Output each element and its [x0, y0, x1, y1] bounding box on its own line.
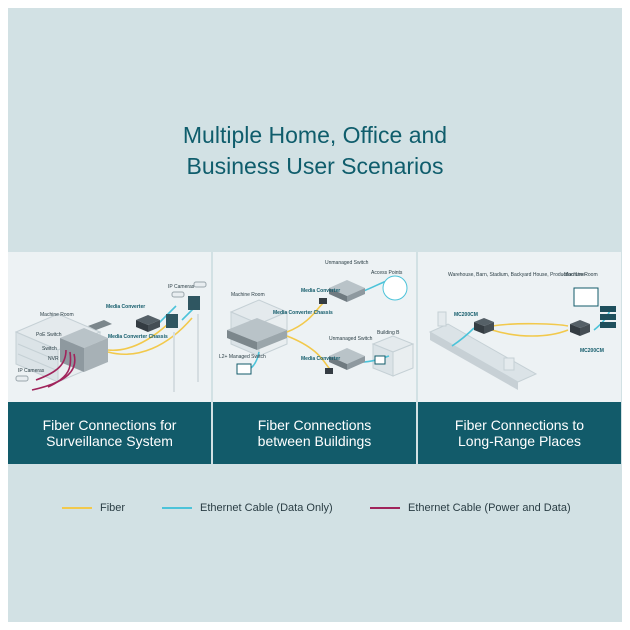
label-building-b: Building B: [377, 330, 400, 336]
buildings-illustration: Unmanaged Switch Access Points Machine R…: [213, 252, 416, 402]
label-media-converter-bottom: Media Converter: [301, 356, 340, 362]
legend-item-ethernet-power: Ethernet Cable (Power and Data): [370, 496, 571, 520]
pole-box-2: [188, 296, 200, 310]
monitor-icon: [573, 287, 599, 307]
camera-icon: [15, 281, 207, 382]
legend-label: Ethernet Cable (Power and Data): [408, 502, 571, 514]
converter-bottom: [325, 368, 333, 374]
title-line-2: Business User Scenarios: [186, 153, 444, 179]
legend: Fiber Ethernet Cable (Data Only) Etherne…: [8, 496, 622, 520]
pole-box-1: [166, 314, 178, 328]
label-nvr: NVR: [48, 356, 59, 362]
caption-line-1: Fiber Connections for: [42, 417, 177, 433]
label-switch: Switch: [42, 346, 57, 352]
chassis-device: [227, 318, 287, 350]
surveillance-illustration: IP Cameras Machine Room Media Converter …: [8, 252, 211, 402]
panel-long-range: Warehouse, Barn, Stadium, Backyard House…: [418, 252, 621, 464]
mc200cm-right: [570, 320, 590, 336]
legend-line: [162, 507, 192, 509]
server-icon: [600, 306, 616, 328]
label-places: Warehouse, Barn, Stadium, Backyard House…: [448, 272, 585, 278]
switch-top: [329, 280, 365, 302]
caption-line-1: Fiber Connections: [257, 417, 372, 433]
label-l2-switch: L2+ Managed Switch: [219, 354, 266, 360]
caption-line-1: Fiber Connections to: [454, 417, 585, 433]
legend-item-ethernet-data: Ethernet Cable (Data Only): [162, 496, 333, 520]
caption-line-2: Long-Range Places: [458, 433, 581, 449]
scenario-card: Multiple Home, Office and Business User …: [8, 8, 622, 622]
label-chassis: Media Converter Chassis: [108, 334, 168, 340]
legend-line: [62, 507, 92, 509]
converter-top: [319, 298, 327, 304]
panel-buildings: Unmanaged Switch Access Points Machine R…: [213, 252, 416, 464]
label-machine-room: Machine Room: [564, 272, 598, 278]
label-machine-room: Machine Room: [40, 312, 74, 318]
computer-icon: [374, 355, 386, 365]
caption-long-range: Fiber Connections to Long-Range Places: [418, 402, 621, 464]
mc200cm-left: [474, 318, 494, 334]
label-media-converter: Media Converter: [106, 304, 145, 310]
label-chassis: Media Converter Chassis: [273, 310, 333, 316]
monitor-icon: [236, 363, 252, 375]
legend-line: [370, 507, 400, 509]
label-unmanaged-top: Unmanaged Switch: [325, 260, 369, 266]
caption-line-2: Surveillance System: [46, 433, 173, 449]
label-access-points: Access Points: [371, 270, 403, 276]
title-line-1: Multiple Home, Office and: [182, 122, 448, 148]
label-poe-switch: PoE Switch: [36, 332, 62, 338]
label-machine-room: Machine Room: [231, 292, 265, 298]
access-point-icon: [382, 275, 408, 301]
label-unmanaged-bottom: Unmanaged Switch: [329, 336, 373, 342]
legend-item-fiber: Fiber: [62, 496, 125, 520]
label-mc200cm-left: MC200CM: [454, 312, 478, 318]
page-title: Multiple Home, Office and Business User …: [8, 120, 622, 182]
building-b: [371, 335, 415, 377]
label-ip-cameras-bottom: IP Cameras: [18, 368, 45, 374]
caption-line-2: between Buildings: [257, 433, 372, 449]
scenario-panels: IP Cameras Machine Room Media Converter …: [8, 252, 622, 464]
panel-surveillance: IP Cameras Machine Room Media Converter …: [8, 252, 211, 464]
long-range-illustration: Warehouse, Barn, Stadium, Backyard House…: [418, 252, 621, 402]
rack-illustration: [60, 320, 112, 372]
production-line: [428, 311, 538, 390]
label-media-converter-top: Media Converter: [301, 288, 340, 294]
label-mc200cm-right: MC200CM: [580, 348, 604, 354]
media-converter-device: [136, 315, 160, 332]
caption-buildings: Fiber Connections between Buildings: [213, 402, 416, 464]
caption-surveillance: Fiber Connections for Surveillance Syste…: [8, 402, 211, 464]
legend-label: Fiber: [100, 502, 126, 514]
label-ip-cameras-top: IP Cameras: [168, 284, 195, 290]
legend-label: Ethernet Cable (Data Only): [200, 502, 333, 514]
switch-bottom: [329, 348, 365, 370]
